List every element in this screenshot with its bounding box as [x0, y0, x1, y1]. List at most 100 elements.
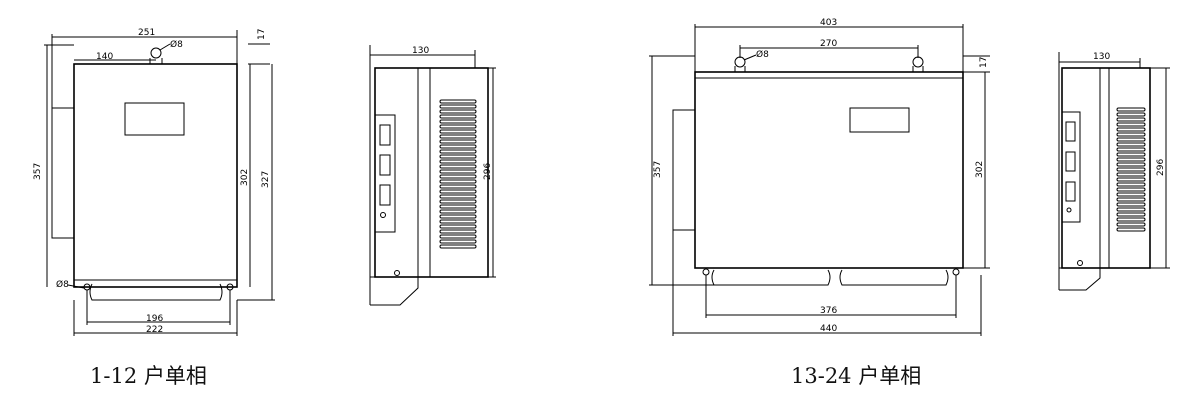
- vent-slot: [1116, 217, 1146, 222]
- dim-side-height: 296: [483, 163, 493, 180]
- front-view-small: 251 140 Ø8 17 357 302 327 Ø8 196 222: [33, 28, 275, 336]
- dim-bottom-width: 440: [820, 324, 837, 334]
- dim-side-width: 130: [1093, 52, 1110, 62]
- vent-slot: [1116, 197, 1146, 202]
- dim-hole-top: Ø8: [170, 39, 183, 50]
- side-view-small: 130 296: [369, 45, 496, 306]
- vent-slot: [439, 154, 477, 159]
- vent-slot: [439, 189, 477, 194]
- front-view-large: 403 270 Ø8 17 357 302 376 440: [649, 18, 990, 336]
- dim-top-width: 403: [820, 18, 837, 28]
- dim-inner-height: 302: [975, 161, 985, 178]
- vent-slot: [439, 149, 477, 154]
- hanging-hook: [150, 47, 162, 59]
- dim-side-width: 130: [412, 46, 429, 56]
- mount-hole: [952, 268, 960, 276]
- display-window: [124, 102, 185, 136]
- vent-slot: [439, 209, 477, 214]
- side-plate: [1061, 111, 1081, 223]
- vent-slot: [439, 179, 477, 184]
- enclosure-body: [694, 71, 964, 269]
- vent-slot: [439, 199, 477, 204]
- vent-slot: [439, 104, 477, 109]
- vent-slot: [1116, 142, 1146, 147]
- side-view-large: 130 296: [1058, 52, 1170, 291]
- vent-slot: [1116, 122, 1146, 127]
- vent-slot: [1116, 117, 1146, 122]
- vent-slot: [1116, 127, 1146, 132]
- dim-total-height: 357: [33, 163, 43, 180]
- vent-slot: [1116, 147, 1146, 152]
- vent-slot: [1116, 182, 1146, 187]
- ventilation-slots: [439, 99, 477, 249]
- vent-slot: [439, 134, 477, 139]
- vent-slot: [1116, 107, 1146, 112]
- dim-hook-span: 270: [820, 39, 837, 49]
- vent-slot: [439, 164, 477, 169]
- display-window: [849, 107, 910, 133]
- vent-slot: [439, 194, 477, 199]
- dim-bottom-span: 196: [146, 314, 163, 324]
- vent-slot: [439, 224, 477, 229]
- enclosure-body: [73, 63, 238, 288]
- side-plate: [374, 114, 396, 233]
- dim-bottom-width: 222: [146, 325, 163, 335]
- vent-slot: [439, 214, 477, 219]
- vent-slot: [1116, 212, 1146, 217]
- vent-slot: [439, 139, 477, 144]
- vent-slot: [1116, 162, 1146, 167]
- hanging-hook: [912, 56, 924, 68]
- vent-slot: [439, 119, 477, 124]
- vent-slot: [439, 159, 477, 164]
- vent-slot: [439, 184, 477, 189]
- dim-hole-top: Ø8: [756, 49, 769, 60]
- vent-slot: [1116, 187, 1146, 192]
- vent-slot: [1116, 152, 1146, 157]
- vent-slot: [1116, 222, 1146, 227]
- vent-slot: [439, 114, 477, 119]
- vent-slot: [439, 174, 477, 179]
- vent-slot: [439, 144, 477, 149]
- vent-slot: [439, 169, 477, 174]
- vent-slot: [1116, 177, 1146, 182]
- vent-slot: [439, 129, 477, 134]
- mount-hole: [702, 268, 710, 276]
- vent-slot: [439, 239, 477, 244]
- vent-slot: [1116, 207, 1146, 212]
- dim-mount-height: 327: [261, 171, 271, 188]
- caption-large-unit: 13-24 户单相: [791, 364, 922, 388]
- cable-gland: [839, 269, 949, 286]
- vent-slot: [1116, 132, 1146, 137]
- dim-inner-height: 302: [240, 169, 250, 186]
- ventilation-slots: [1116, 107, 1146, 232]
- vent-slot: [1116, 172, 1146, 177]
- vent-slot: [439, 219, 477, 224]
- dim-hook-offset: 140: [96, 52, 113, 62]
- dim-hole-bottom: Ø8: [56, 279, 69, 290]
- vent-slot: [1116, 137, 1146, 142]
- hanging-hook: [734, 56, 746, 68]
- dim-hook-height: 17: [257, 29, 267, 40]
- cable-gland: [711, 269, 831, 286]
- vent-slot: [439, 229, 477, 234]
- cable-gland: [89, 283, 223, 301]
- dim-top-width: 251: [138, 28, 155, 38]
- vent-slot: [1116, 112, 1146, 117]
- vent-slot: [1116, 157, 1146, 162]
- dim-bottom-span: 376: [820, 306, 837, 316]
- vent-slot: [439, 244, 477, 249]
- vent-slot: [1116, 192, 1146, 197]
- vent-slot: [439, 234, 477, 239]
- vent-slot: [439, 109, 477, 114]
- vent-slot: [1116, 167, 1146, 172]
- dim-side-height: 296: [1156, 159, 1166, 176]
- vent-slot: [439, 124, 477, 129]
- vent-slot: [1116, 227, 1146, 232]
- vent-slot: [439, 99, 477, 104]
- caption-small-unit: 1-12 户单相: [90, 364, 207, 388]
- left-flange: [51, 107, 75, 239]
- vent-slot: [439, 204, 477, 209]
- left-flange: [672, 109, 696, 231]
- dim-hook-height: 17: [979, 57, 989, 68]
